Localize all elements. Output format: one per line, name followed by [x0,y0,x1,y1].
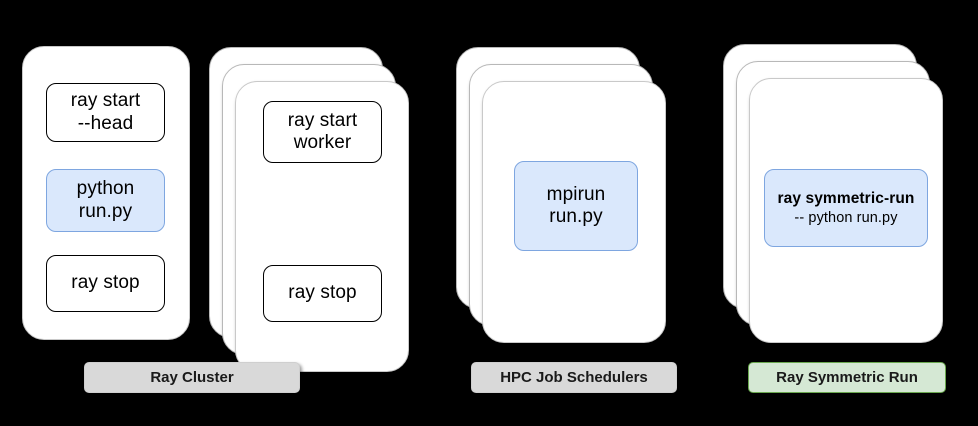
command-line-2: run.py [549,206,603,227]
command-line-2: -- python run.py [794,209,898,226]
group-label-ray-cluster: Ray Cluster [84,362,300,393]
command-python-run-py: python run.py [46,169,165,232]
command-mpirun-run-py: mpirun run.py [514,161,638,251]
command-ray-symmetric-run: ray symmetric-run -- python run.py [764,169,928,247]
command-line-1: ray stop [71,272,140,294]
command-line-1: ray start [287,109,358,131]
group-label-hpc-job-schedulers: HPC Job Schedulers [471,362,677,393]
command-line-2: worker [293,132,352,153]
command-line-1: python [76,178,135,200]
command-line-2: run.py [78,200,133,222]
command-ray-stop-head: ray stop [46,255,165,312]
group-label-ray-symmetric-run: Ray Symmetric Run [748,362,946,393]
group-label-text: HPC Job Schedulers [500,369,648,386]
command-ray-start-head: ray start --head [46,83,165,142]
command-ray-stop-worker: ray stop [263,265,382,322]
command-line-1: ray stop [288,282,357,304]
command-line-1: mpirun [546,183,606,205]
command-line-1: ray symmetric-run [777,189,915,207]
command-line-1: ray start [70,90,141,112]
group-label-text: Ray Symmetric Run [776,369,918,386]
command-ray-start-worker: ray start worker [263,101,382,163]
group-label-text: Ray Cluster [150,369,234,386]
command-line-2: --head [77,112,134,134]
